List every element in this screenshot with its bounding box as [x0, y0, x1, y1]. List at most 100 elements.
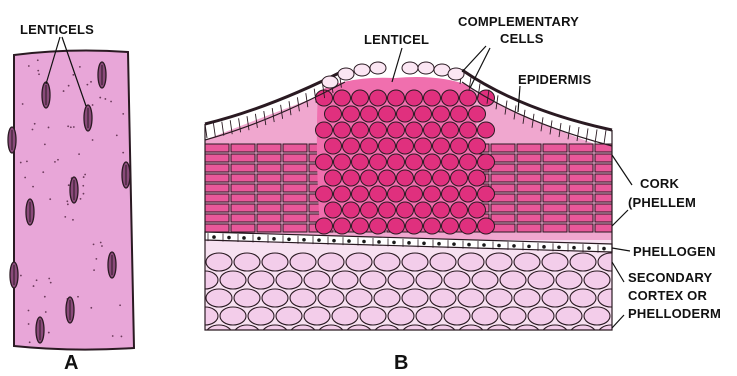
cork-cell — [517, 224, 541, 232]
bark-speck — [29, 341, 31, 343]
phelloderm-cell — [220, 307, 246, 325]
bark-speck — [36, 279, 38, 281]
cork-cell — [205, 194, 229, 202]
cork-cell — [257, 204, 281, 212]
phelloderm-cell — [206, 289, 232, 307]
phelloderm-cell — [570, 289, 596, 307]
lenticels-label: LENTICELS — [20, 22, 94, 37]
bark-speck — [45, 311, 47, 313]
lenticel-cell — [415, 170, 432, 186]
cork-cell — [283, 164, 307, 172]
lenticel-cell — [478, 218, 495, 234]
bark-speck — [37, 70, 39, 72]
complementary-pointer-1 — [462, 46, 486, 72]
lenticel-cell — [433, 202, 450, 218]
phellogen-nucleus — [482, 243, 486, 247]
cork-cell — [231, 194, 255, 202]
cork-cell — [543, 184, 567, 192]
bark-speck — [68, 184, 70, 186]
lenticel-cell — [361, 138, 378, 154]
cork-cell — [517, 204, 541, 212]
bark-speck — [28, 65, 30, 67]
cork-cell — [257, 184, 281, 192]
lenticel-cell — [388, 154, 405, 170]
phelloderm-cell — [234, 289, 260, 307]
lenticel-cell — [406, 154, 423, 170]
cork-cell — [543, 174, 567, 182]
epidermis-wall — [586, 128, 588, 142]
bark-speck — [93, 243, 95, 245]
cork-cell — [231, 174, 255, 182]
cork-label-2: (PHELLEM — [628, 195, 696, 210]
cork-cell — [595, 224, 619, 232]
phellogen-nucleus — [272, 237, 276, 241]
cork-cell — [205, 224, 229, 232]
cork-cell — [231, 224, 255, 232]
phelloderm-cell — [444, 307, 470, 325]
phelloderm-cell — [374, 325, 400, 343]
bark-speck — [28, 310, 30, 312]
lenticel-cell — [397, 170, 414, 186]
lenticel-cell — [415, 106, 432, 122]
phellogen-nucleus — [302, 238, 306, 242]
phellogen-nucleus — [377, 240, 381, 244]
lenticel-cell — [460, 218, 477, 234]
bark-speck — [68, 85, 70, 87]
bark-speck — [64, 216, 66, 218]
lenticel-cell — [388, 218, 405, 234]
phellogen-nucleus — [602, 247, 606, 251]
cork-cell — [543, 164, 567, 172]
lenticel-cell — [334, 122, 351, 138]
cork-cell — [283, 224, 307, 232]
bark-speck — [28, 323, 30, 325]
bark-speck — [32, 129, 34, 131]
cork-cell — [231, 204, 255, 212]
phelloderm-cell — [346, 289, 372, 307]
phelloderm-cell — [262, 253, 288, 271]
phellogen-nucleus — [527, 245, 531, 249]
phelloderm-cell — [332, 271, 358, 289]
bark-speck — [44, 143, 46, 145]
lenticel-cell — [343, 202, 360, 218]
cork-cell — [595, 174, 619, 182]
bark-speck — [54, 161, 56, 163]
lenticel-cell — [478, 122, 495, 138]
phelloderm-cell — [304, 307, 330, 325]
lenticel-cell — [424, 218, 441, 234]
lenticel-cell — [424, 90, 441, 106]
lenticel-cell — [397, 202, 414, 218]
secondary-label-1: SECONDARY — [628, 270, 712, 285]
lenticel-pointer — [392, 48, 402, 82]
cork-cell — [517, 194, 541, 202]
stem-drawing — [8, 37, 134, 350]
lenticel-cell — [478, 154, 495, 170]
bark-speck — [79, 66, 81, 68]
lenticel-cell — [442, 154, 459, 170]
cork-cell — [283, 154, 307, 162]
phelloderm-cell — [486, 253, 512, 271]
phelloderm-cell — [598, 289, 624, 307]
phelloderm-cell — [304, 271, 330, 289]
cork-cell — [257, 224, 281, 232]
cork-cell — [517, 154, 541, 162]
phelloderm-cell — [360, 271, 386, 289]
phellogen-nucleus — [317, 238, 321, 242]
bark-speck — [34, 123, 36, 125]
phelloderm-cell — [598, 325, 624, 343]
lenticel-cell — [325, 170, 342, 186]
phelloderm-cell — [416, 307, 442, 325]
bark-speck — [24, 177, 26, 179]
phelloderm-cell — [570, 253, 596, 271]
phelloderm-cell — [206, 325, 232, 343]
lenticel-cell — [352, 90, 369, 106]
bark-speck — [90, 81, 92, 83]
complementary-cell — [448, 68, 464, 80]
phelloderm-cell — [360, 307, 386, 325]
cork-cell — [283, 204, 307, 212]
cork-cell — [543, 204, 567, 212]
lenticel-cell — [379, 138, 396, 154]
bark-speck — [99, 97, 101, 99]
phelloderm-cell — [416, 271, 442, 289]
epidermis-label: EPIDERMIS — [518, 72, 591, 87]
lenticel-cell — [433, 138, 450, 154]
